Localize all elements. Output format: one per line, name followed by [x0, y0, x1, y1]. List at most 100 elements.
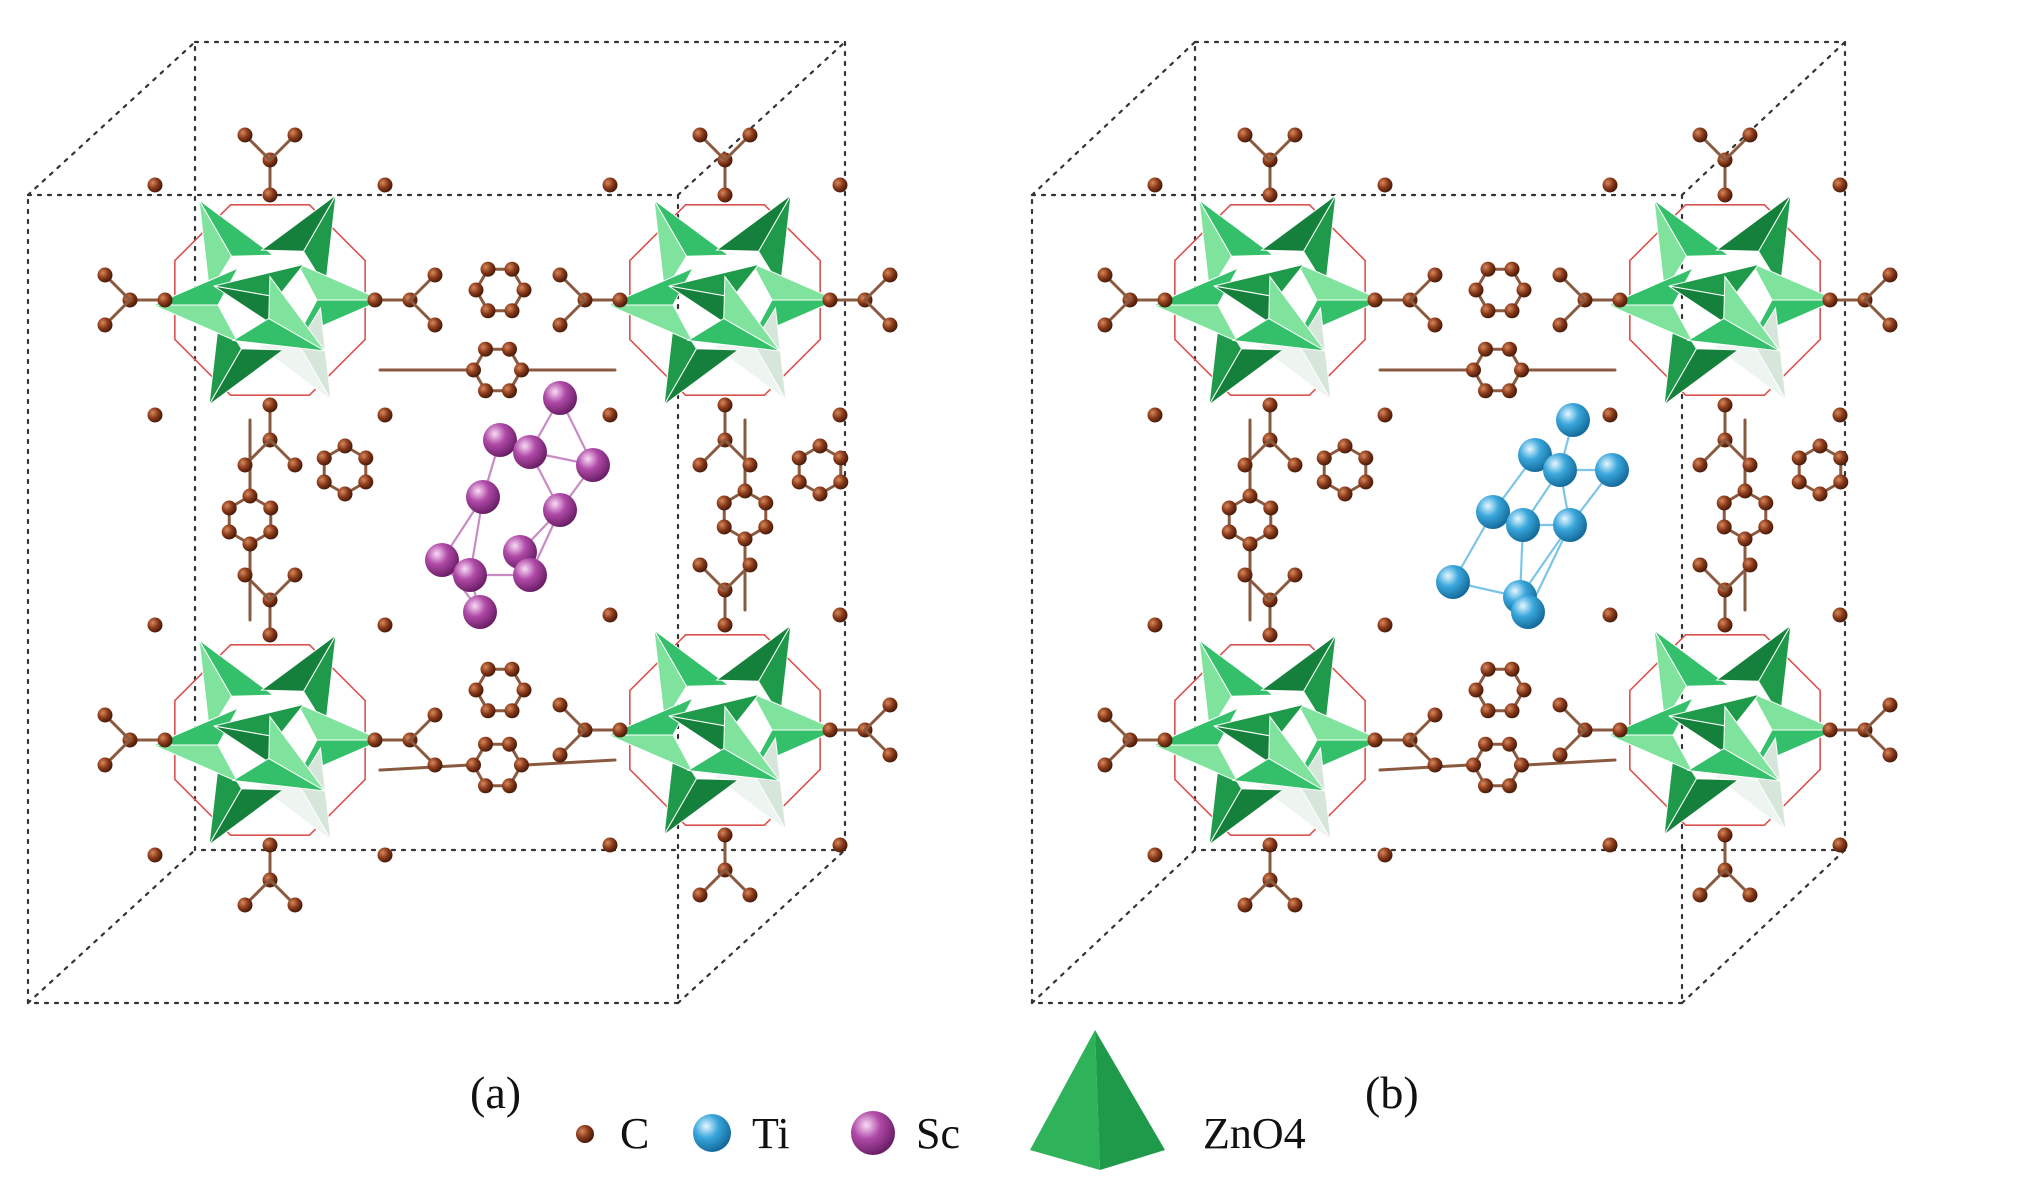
- sc-cluster: [425, 381, 610, 629]
- cluster-atom: [1511, 595, 1545, 629]
- cell-edge: [1030, 848, 1197, 1005]
- carbon-atom: [833, 474, 849, 490]
- carbon-atom: [692, 557, 708, 573]
- carbon-atom: [1147, 617, 1163, 633]
- carbon-atom: [692, 127, 708, 143]
- carbon-atom: [602, 837, 618, 853]
- carbon-atom: [758, 495, 774, 511]
- carbon-atom: [1504, 703, 1520, 719]
- carbon-atom: [1742, 557, 1758, 573]
- carbon-atom: [1502, 341, 1517, 357]
- carbon-atom: [316, 474, 332, 490]
- carbon-atom: [1758, 519, 1774, 535]
- cluster-atom: [1595, 453, 1629, 487]
- carbon-atom: [147, 847, 163, 863]
- cell-edge: [1680, 40, 1847, 197]
- carbon-atom: [337, 438, 353, 454]
- zn4o-node: [552, 127, 898, 473]
- carbon-atom: [287, 567, 303, 583]
- carbon-atom: [1316, 474, 1332, 490]
- carbon-atom: [358, 450, 374, 466]
- carbon-atom: [832, 407, 848, 423]
- carbon-atom: [427, 707, 443, 723]
- carbon-atom: [1602, 177, 1618, 193]
- cell-edge: [1030, 40, 1197, 197]
- carbon-atom: [1367, 732, 1383, 748]
- carbon-atom: [1237, 127, 1253, 143]
- cluster-atom: [425, 543, 459, 577]
- carbon-atom: [1287, 567, 1303, 583]
- cell-edge: [1680, 848, 1847, 1005]
- carbon-atom: [882, 317, 898, 333]
- carbon-atom: [1717, 827, 1733, 843]
- carbon-atom: [1737, 483, 1753, 499]
- zn4o-node: [1097, 567, 1443, 913]
- zno4-tetrahedron: [715, 194, 792, 289]
- carbon-atom: [1468, 682, 1484, 698]
- cluster-atom: [466, 480, 500, 514]
- zno4-tetrahedron: [260, 634, 337, 729]
- benzene-ring: [221, 488, 279, 552]
- carbon-atom: [1602, 607, 1618, 623]
- carbon-atom: [822, 292, 838, 308]
- carbon-atom: [1262, 837, 1278, 853]
- carbon-atom: [147, 407, 163, 423]
- carbon-atom: [377, 177, 393, 193]
- carbon-atom: [468, 282, 484, 298]
- carbon-atom: [478, 383, 493, 399]
- carbon-atom: [367, 732, 383, 748]
- carbon-atom: [147, 617, 163, 633]
- carbon-atom: [822, 722, 838, 738]
- carbon-atom: [742, 127, 758, 143]
- carbon-atom: [1097, 757, 1113, 773]
- carbon-atom: [1832, 177, 1848, 193]
- framework-a: [97, 127, 898, 913]
- zn4o-node: [552, 557, 898, 903]
- carbon-atom: [377, 407, 393, 423]
- carbon-atom: [1882, 317, 1898, 333]
- carbon-atom: [1552, 317, 1568, 333]
- carbon-atom: [832, 607, 848, 623]
- carbon-atom: [516, 682, 532, 698]
- cell-edge: [26, 40, 197, 197]
- carbon-atom: [1466, 362, 1481, 378]
- benzene-ring: [1466, 736, 1529, 794]
- carbon-atom: [262, 397, 278, 413]
- oxygen-link: [1629, 204, 1821, 396]
- benzene-ring: [1791, 438, 1849, 502]
- carbon-atom: [1221, 524, 1237, 540]
- carbon-atom: [358, 474, 374, 490]
- legend: C Ti Sc ZnO4: [576, 1030, 1306, 1170]
- zno4-tetrahedron: [231, 715, 326, 792]
- carbon-atom: [1478, 383, 1493, 399]
- carbon-atom: [791, 474, 807, 490]
- carbon-atom: [1882, 267, 1898, 283]
- carbon-atom: [1791, 474, 1807, 490]
- carbon-atom: [758, 519, 774, 535]
- ti-cluster: [1436, 403, 1629, 629]
- carbon-atom: [1833, 450, 1849, 466]
- zn4o-node: [97, 127, 443, 473]
- carbon-atom: [1427, 757, 1443, 773]
- zno4-tetrahedron: [198, 199, 275, 294]
- panel-a: [26, 40, 898, 1005]
- cluster-atom: [1476, 495, 1510, 529]
- carbon-atom: [1692, 127, 1708, 143]
- carbon-atom: [262, 627, 278, 643]
- carbon-atom: [1602, 837, 1618, 853]
- carbon-atom: [97, 317, 113, 333]
- carbon-atom: [742, 457, 758, 473]
- carbon-atom: [504, 303, 520, 319]
- carbon-atom: [237, 567, 253, 583]
- carbon-atom: [1097, 707, 1113, 723]
- carbon-atom: [1882, 747, 1898, 763]
- carbon-atom: [478, 736, 493, 752]
- cell-edge: [676, 40, 847, 197]
- carbon-atom: [1514, 362, 1529, 378]
- carbon-atom: [612, 292, 628, 308]
- carbon-atom: [1427, 267, 1443, 283]
- carbon-atom: [221, 524, 237, 540]
- legend-zno4-swatch: [1030, 1030, 1165, 1170]
- zno4-tetrahedron: [1715, 194, 1792, 289]
